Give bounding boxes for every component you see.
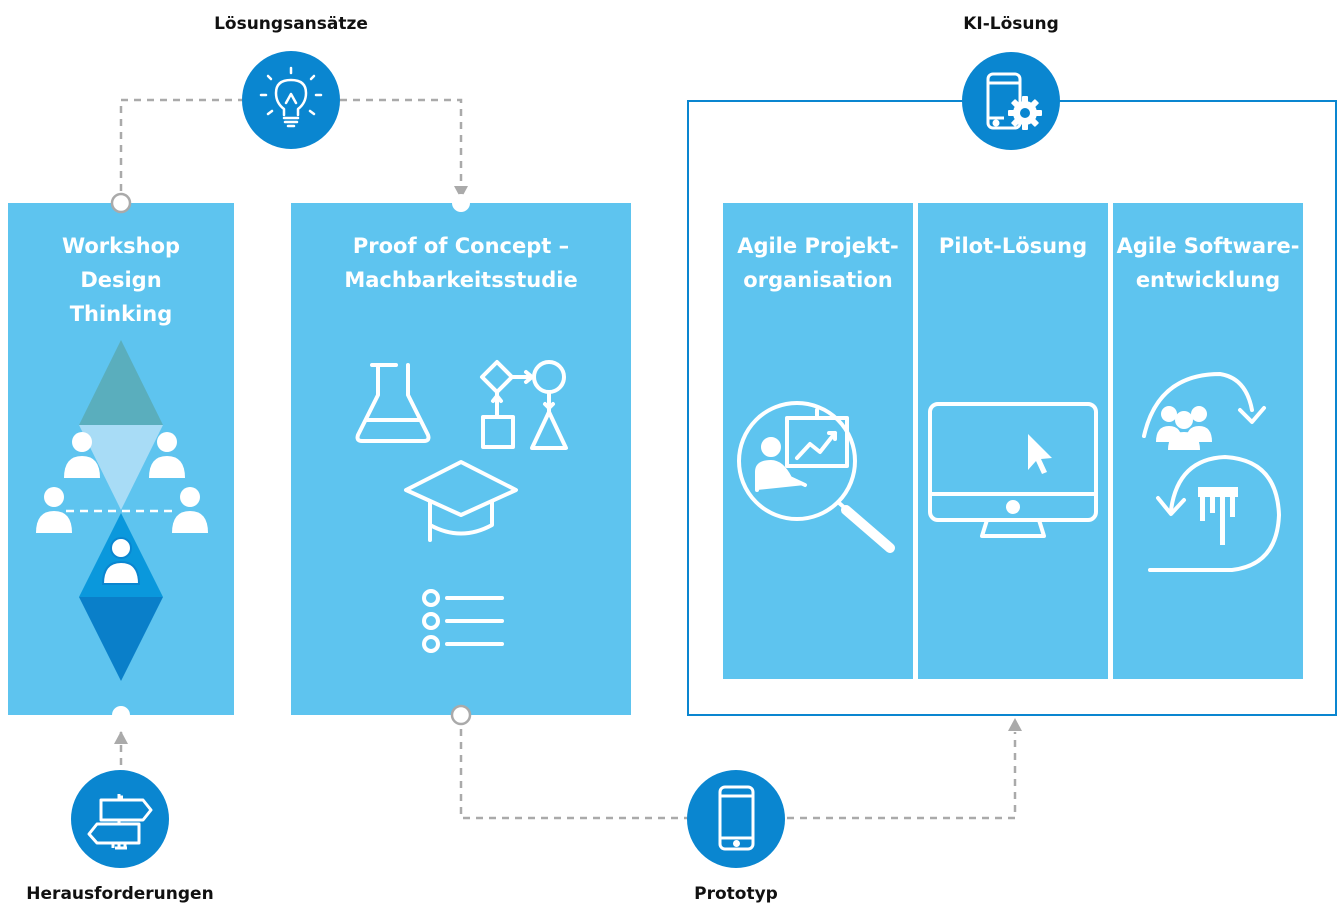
panel-poc: Proof of Concept – Machbarkeitsstudie (291, 203, 631, 715)
ai-solution-label: KI-Lösung (963, 14, 1059, 34)
panel-poc-title-line-1: Proof of Concept – (352, 234, 570, 258)
panel-workshop-title: Workshop Design Thinking (8, 229, 234, 331)
panel-workshop-title-line-1: Workshop (61, 234, 181, 258)
connector-workshop-to-approaches (119, 98, 242, 204)
dot-poc-bottom (450, 704, 472, 726)
prototype-badge (687, 770, 785, 868)
monitor-cursor-icon (928, 402, 1098, 538)
signpost-icon (87, 794, 153, 850)
panel-poc-title-line-2: Machbarkeitsstudie (344, 268, 578, 292)
lightbulb-icon (259, 66, 323, 128)
connector-approaches-to-poc (340, 98, 463, 186)
panel-pilot: Pilot-Lösung (918, 203, 1108, 679)
connector-prototype-to-solution (787, 732, 1017, 820)
panel-agile-dev-title: Agile Software- entwicklung (1113, 229, 1303, 297)
approaches-label: Lösungsansätze (214, 14, 368, 34)
panel-agile-org-title-line-2: organisation (743, 268, 893, 292)
arrowhead-solution (1008, 718, 1022, 731)
panel-poc-title: Proof of Concept – Machbarkeitsstudie (291, 229, 631, 297)
panel-agile-dev-title-line-1: Agile Software- (1116, 234, 1300, 258)
dot-workshop-bottom (112, 706, 130, 724)
graduation-cap-icon (404, 460, 518, 542)
panel-pilot-title-line-1: Pilot-Lösung (938, 234, 1088, 258)
dot-poc-top (452, 194, 470, 212)
panel-agile-org-title-line-1: Agile Projekt- (737, 234, 899, 258)
connector-poc-to-prototype (459, 716, 687, 820)
flask-icon (355, 363, 431, 443)
design-thinking-diamond-icon (36, 340, 208, 681)
arrowhead-poc (454, 186, 468, 199)
phone-gear-icon (986, 72, 1042, 130)
dot-workshop-top (110, 192, 132, 214)
challenges-label: Herausforderungen (26, 884, 214, 904)
team-cycle-icon (1142, 372, 1281, 572)
approaches-badge (242, 51, 340, 149)
panel-workshop-title-line-3: Thinking (69, 302, 173, 326)
arrowhead-workshop (114, 731, 128, 744)
panel-agile-org-title: Agile Projekt- organisation (723, 229, 913, 297)
smartphone-icon (718, 785, 755, 851)
ai-solution-badge (962, 52, 1060, 150)
checklist-icon (422, 589, 504, 653)
prototype-label: Prototyp (694, 884, 778, 904)
presentation-magnifier-icon (737, 401, 895, 553)
panel-agile-org: Agile Projekt- organisation (723, 203, 913, 679)
challenges-badge (71, 770, 169, 868)
flowchart-icon (480, 360, 568, 450)
panel-workshop-title-line-2: Design (80, 268, 162, 292)
panel-pilot-title: Pilot-Lösung (918, 229, 1108, 263)
panel-agile-dev-title-line-2: entwicklung (1135, 268, 1281, 292)
